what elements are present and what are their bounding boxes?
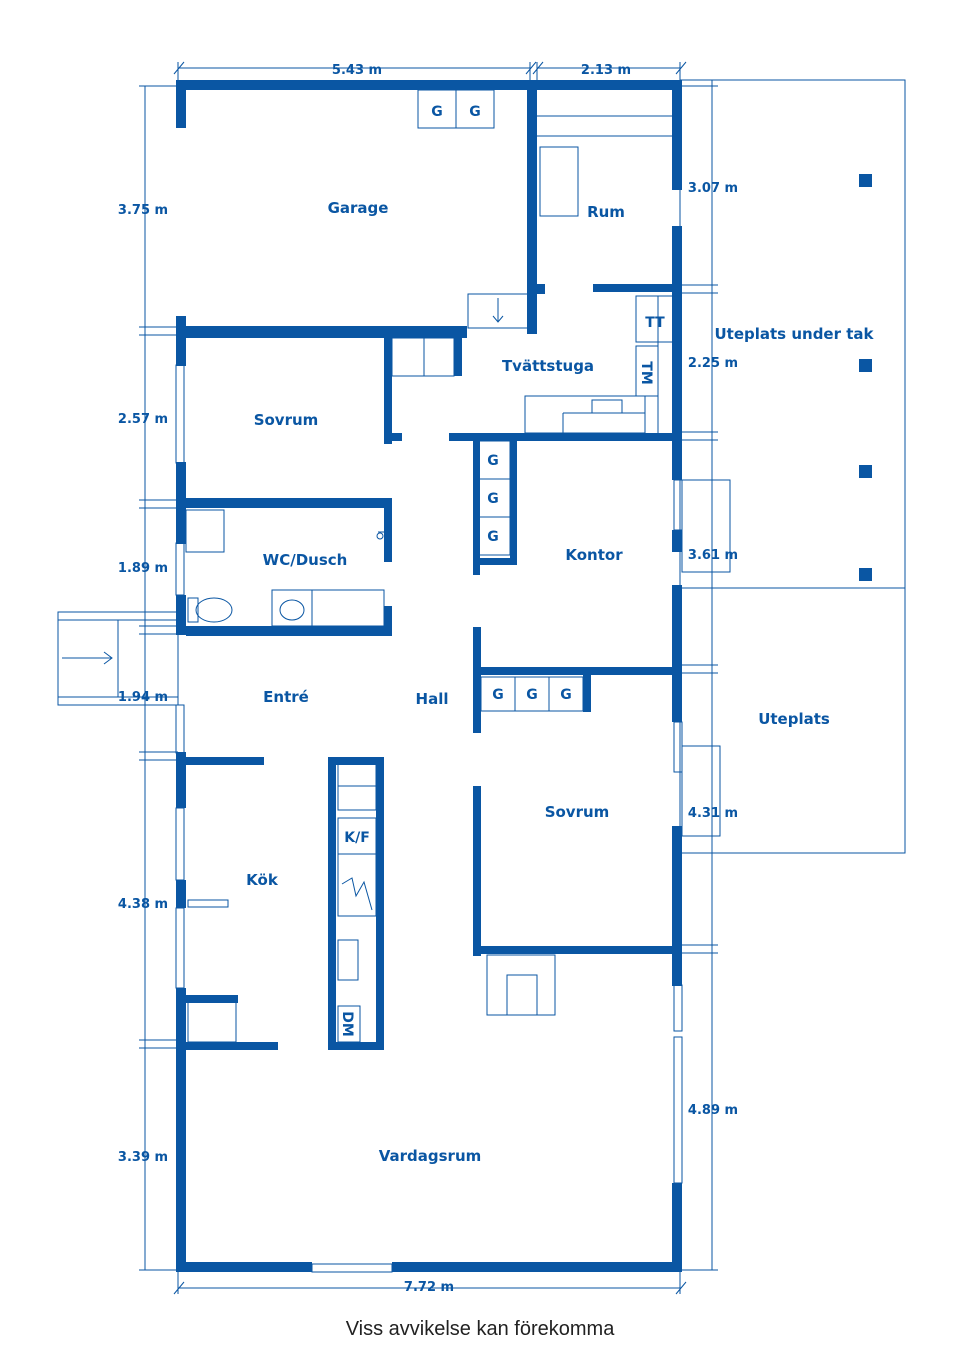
room-label-entre: Entré <box>263 688 309 706</box>
closet-label: G <box>431 104 443 120</box>
tumble-dryer-label: TT <box>645 315 665 331</box>
dim-left-3: 1.89 m <box>118 561 168 576</box>
dim-left-2: 2.57 m <box>118 412 168 427</box>
dimension-lines <box>139 61 718 1295</box>
closet-label: G <box>487 453 499 469</box>
room-label-hall: Hall <box>416 690 449 708</box>
terrace-post <box>859 174 872 187</box>
dim-right-1: 3.07 m <box>688 181 738 196</box>
closet-label: G <box>487 491 499 507</box>
room-label-sovrum-2: Sovrum <box>545 803 610 821</box>
room-label-wc-dusch: WC/Dusch <box>263 551 348 569</box>
dim-right-5: 4.89 m <box>688 1103 738 1118</box>
closet-label: G <box>560 687 572 703</box>
dim-left-1: 3.75 m <box>118 203 168 218</box>
dim-left-4: 1.94 m <box>118 690 168 705</box>
dim-top-left: 5.43 m <box>332 63 382 78</box>
dim-right-2: 2.25 m <box>688 356 738 371</box>
walls <box>176 80 682 1272</box>
disclaimer-note: Viss avvikelse kan förekomma <box>345 1318 615 1340</box>
room-label-garage: Garage <box>328 199 389 217</box>
dim-right-4: 4.31 m <box>688 806 738 821</box>
terrace-post <box>859 465 872 478</box>
dim-top-right: 2.13 m <box>581 63 631 78</box>
washing-machine-label: TM <box>638 361 654 384</box>
fridge-freezer-label: K/F <box>344 830 370 846</box>
dishwasher-label: DM <box>339 1011 355 1037</box>
dim-left-6: 3.39 m <box>118 1150 168 1165</box>
dim-bottom: 7.72 m <box>404 1280 454 1295</box>
room-label-rum: Rum <box>587 203 625 221</box>
room-label-uteplats: Uteplats <box>758 710 830 728</box>
closet-label: G <box>526 687 538 703</box>
room-labels: Garage Rum Tvättstuga Uteplats under tak… <box>246 199 874 1165</box>
appliance-labels: G G G G G G G G TT TM K/F DM <box>339 104 665 1037</box>
room-label-kontor: Kontor <box>565 546 623 564</box>
room-label-vardagsrum: Vardagsrum <box>379 1147 482 1165</box>
terrace-outlines <box>679 79 906 1270</box>
closet-label: G <box>469 104 481 120</box>
closet-label: G <box>492 687 504 703</box>
room-label-uteplats-under-tak: Uteplats under tak <box>714 325 874 343</box>
room-label-sovrum-1: Sovrum <box>254 411 319 429</box>
dim-left-5: 4.38 m <box>118 897 168 912</box>
dimension-labels: 5.43 m 2.13 m 3.75 m 2.57 m 1.89 m 1.94 … <box>118 63 738 1295</box>
terrace-post <box>859 359 872 372</box>
fixtures <box>175 89 731 1273</box>
room-label-tvattstuga: Tvättstuga <box>502 357 594 375</box>
closet-label: G <box>487 529 499 545</box>
entrance-steps <box>57 611 179 706</box>
dim-right-3: 3.61 m <box>688 548 738 563</box>
room-label-kok: Kök <box>246 871 279 889</box>
terrace-post <box>859 568 872 581</box>
